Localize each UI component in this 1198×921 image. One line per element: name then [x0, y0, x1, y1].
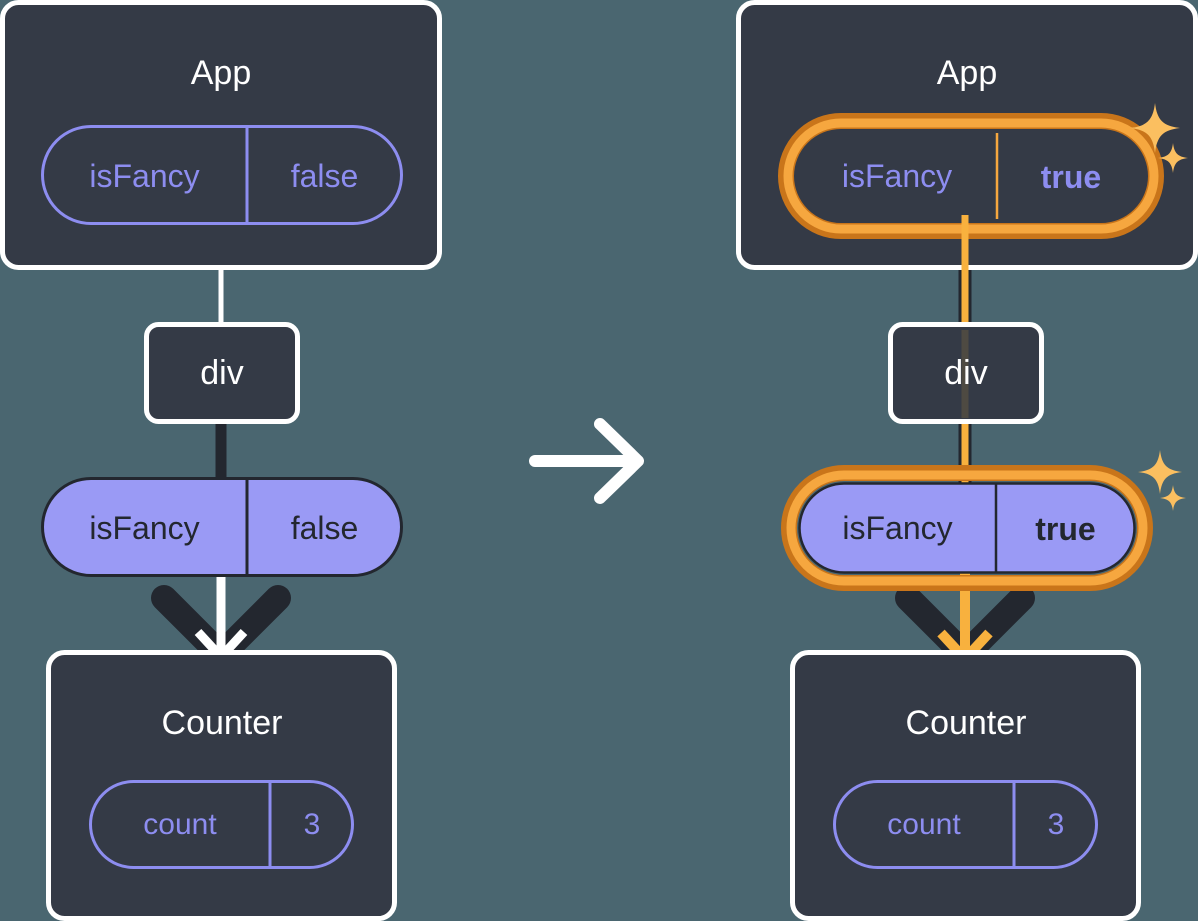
app-state-pill-highlight: [778, 113, 1164, 239]
transition-right-arrow-icon: [529, 418, 644, 504]
panel-before: [0, 0, 442, 921]
app-state-pill: [41, 125, 403, 225]
div-panel: [144, 322, 300, 424]
counter-panel: [790, 650, 1141, 921]
panel-after: [736, 0, 1198, 921]
counter-state-pill: [833, 780, 1098, 869]
counter-state-pill: [89, 780, 354, 869]
app-panel: [0, 0, 442, 270]
prop-pill-highlight: [781, 465, 1153, 591]
prop-flow-arrow: [937, 560, 993, 667]
prop-pill: [41, 477, 403, 577]
counter-panel: [46, 650, 397, 921]
